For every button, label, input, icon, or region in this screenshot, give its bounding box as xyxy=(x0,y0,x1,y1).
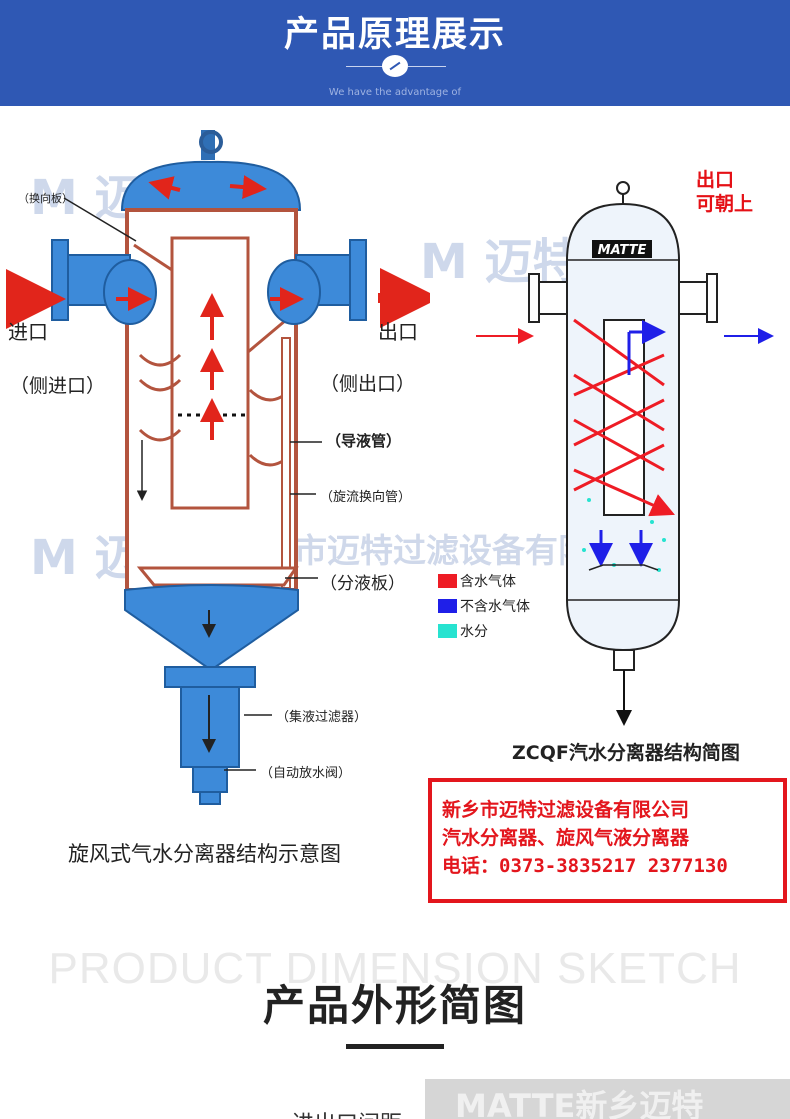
cyclone-separator-diagram xyxy=(6,130,430,805)
legend-item: 含水气体 xyxy=(438,572,516,590)
label-xuanliu: （旋流换向管） xyxy=(320,490,412,505)
header-subtitle: We have the advantage of xyxy=(328,87,462,98)
legend-label: 不含水气体 xyxy=(460,599,530,615)
label-huanxiangban: （换向板） xyxy=(18,192,73,205)
header-divider-left xyxy=(346,66,384,67)
bottom-watermark-band: MATTE新乡迈特 xyxy=(425,1079,790,1119)
company-name: 新乡市迈特过滤设备有限公司 xyxy=(442,799,690,821)
legend-swatch xyxy=(438,624,457,638)
section-title: 产品外形简图 xyxy=(262,981,527,1030)
right-diagram-caption: ZCQF汽水分离器结构简图 xyxy=(512,742,740,764)
section-bg-text: PRODUCT DIMENSION SKETCH xyxy=(48,944,742,993)
bottom-partial-text: 进出口间距 xyxy=(292,1106,402,1119)
legend-item: 水分 xyxy=(438,622,488,640)
section-underline xyxy=(346,1044,444,1049)
company-info-box: 新乡市迈特过滤设备有限公司 汽水分离器、旋风气液分离器 电话：0373-3835… xyxy=(428,778,787,903)
label-outlet: 出口 xyxy=(378,320,418,344)
company-products: 汽水分离器、旋风气液分离器 xyxy=(442,827,690,849)
label-inlet: 进口 xyxy=(8,320,48,344)
outlet-note: 出口 可朝上 xyxy=(696,168,753,216)
bottom-watermark-text: MATTE新乡迈特 xyxy=(455,1087,704,1119)
legend-swatch xyxy=(438,599,457,613)
legend-swatch xyxy=(438,574,457,588)
leaf-icon xyxy=(382,55,408,77)
label-fenyeban: （分液板） xyxy=(320,574,405,594)
header-title: 产品原理展示 xyxy=(283,15,506,55)
label-side-inlet: （侧进口） xyxy=(10,375,106,397)
label-side-outlet: （侧出口） xyxy=(320,373,416,395)
left-diagram-caption: 旋风式气水分离器结构示意图 xyxy=(68,842,341,866)
label-jiye: （集液过滤器） xyxy=(276,710,368,725)
legend-label: 含水气体 xyxy=(460,574,516,590)
company-phone: 电话：0373-3835217 2377130 xyxy=(442,855,728,877)
outlet-note-line2: 可朝上 xyxy=(696,193,754,215)
zcqf-separator-diagram: MATTE xyxy=(476,181,774,726)
legend-label: 水分 xyxy=(460,624,488,640)
header-divider-right xyxy=(408,66,446,67)
legend-item: 不含水气体 xyxy=(438,597,530,615)
header-banner: 产品原理展示 We have the advantage of xyxy=(0,0,790,106)
outlet-note-line1: 出口 xyxy=(696,169,735,191)
label-daoyeguan: （导液管） xyxy=(326,432,402,450)
brand-label: MATTE xyxy=(598,243,647,258)
label-zidong: （自动放水阀） xyxy=(260,766,352,781)
